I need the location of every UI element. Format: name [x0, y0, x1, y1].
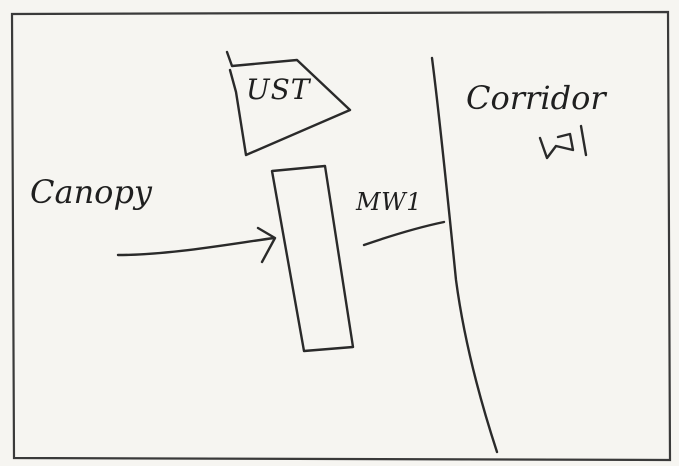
- canopy-arrow-head: [256, 226, 277, 264]
- ust-shape: [225, 50, 352, 157]
- corridor-symbol: [538, 124, 588, 160]
- corridor-boundary-line: [430, 56, 499, 454]
- drawing-border: [10, 10, 672, 462]
- canopy-label: Canopy: [30, 173, 152, 211]
- corridor-label: Corridor: [466, 79, 606, 117]
- canopy-rectangle: [270, 164, 355, 353]
- canopy-arrow-line: [116, 236, 276, 257]
- ust-label: UST: [246, 73, 311, 106]
- mw-label: MW1: [356, 188, 423, 216]
- mw-underline: [362, 220, 446, 247]
